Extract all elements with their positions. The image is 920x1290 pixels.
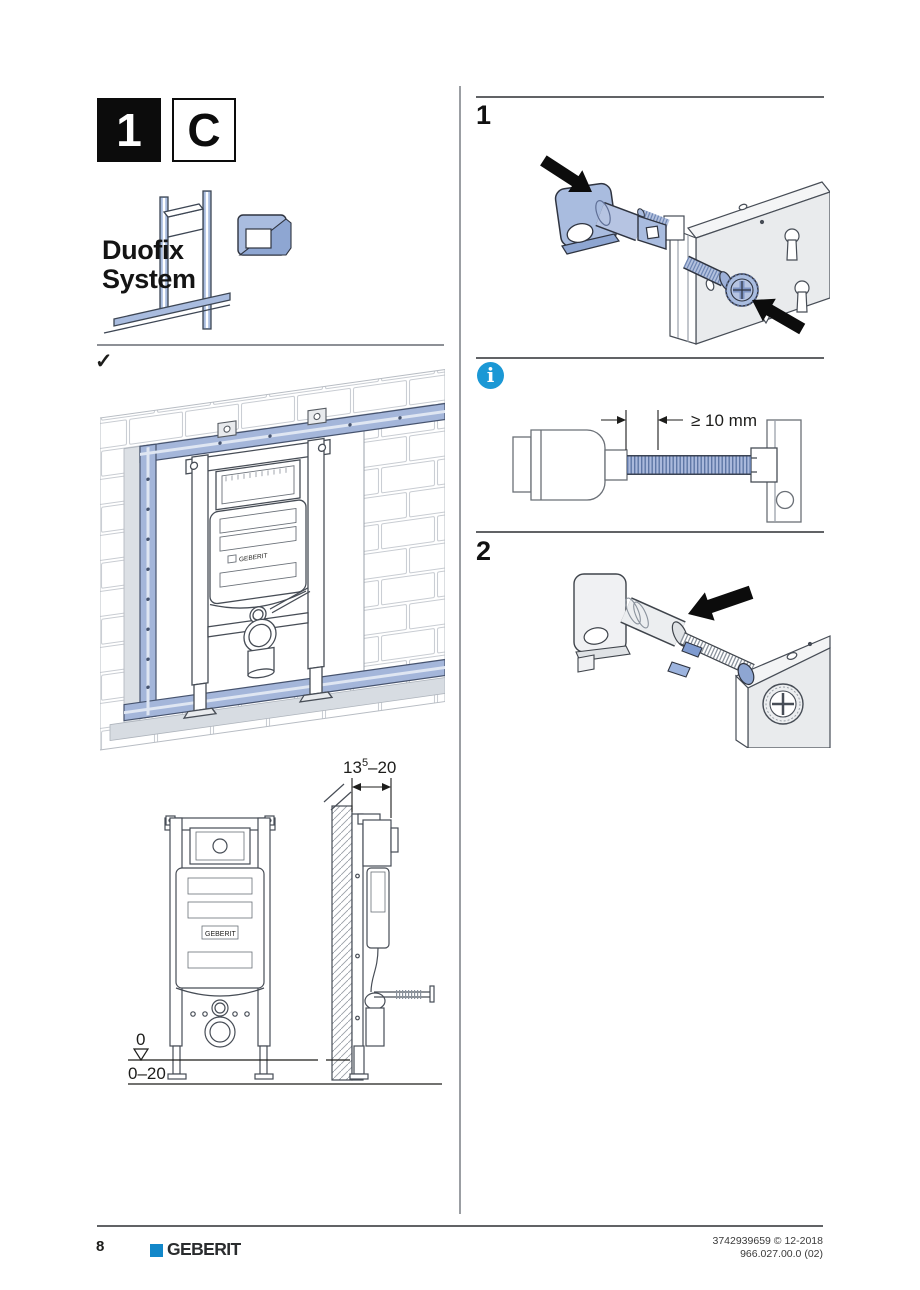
duofix-system-icon [103, 190, 292, 334]
wall-distance-dimension [351, 778, 392, 818]
cistern-brand-label: GEBERIT [239, 552, 267, 563]
step2-figure [573, 573, 831, 748]
dim-top-rest: –20 [368, 758, 396, 777]
floor-range-label: 0–20 [128, 1064, 166, 1083]
step2-divider [476, 531, 824, 533]
side-view [323, 783, 435, 1081]
dim-top-main: 13 [343, 758, 362, 777]
rod-washer [737, 662, 755, 686]
column-divider [459, 86, 461, 1214]
fixing-screw [683, 255, 759, 307]
step1-heading: 1 [476, 100, 492, 130]
page-number: 8 [96, 1238, 105, 1255]
step2-heading: 2 [476, 536, 492, 566]
front-view [164, 815, 276, 1080]
floor-level-marks [128, 1048, 442, 1085]
document-numbers: 3742939659 © 12-2018 966.027.00.0 (02) [712, 1235, 823, 1261]
dim-top-sup: 5 [362, 757, 368, 769]
min-distance-label: ≥ 10 mm [691, 411, 757, 430]
doc-number-line1: 3742939659 © 12-2018 [712, 1235, 823, 1247]
product-title: Duofix System [102, 236, 196, 294]
step1-figure [536, 149, 830, 345]
wall-anchor-gray [573, 573, 689, 673]
dimension-figure: GEBERIT 13 5 –20 0 0–20 [128, 757, 442, 1085]
footer-rule [97, 1225, 823, 1227]
direction-arrow [683, 578, 756, 629]
zero-level-label: 0 [136, 1030, 145, 1049]
retaining-clip [667, 641, 703, 678]
product-title-line1: Duofix [102, 235, 184, 265]
section-divider [97, 344, 444, 346]
brand-square-icon [150, 1243, 163, 1257]
step-index-box: 1 [97, 98, 161, 162]
brand-logo: GEBERIT [150, 1239, 241, 1260]
info-divider [476, 357, 824, 359]
brand-name: GEBERIT [167, 1239, 241, 1259]
cistern-brand-label-front: GEBERIT [205, 931, 236, 938]
variant-letter-box: C [172, 98, 236, 162]
wall-bracket-icon [237, 214, 292, 256]
min-distance-figure: ≥ 10 mm [512, 410, 802, 523]
check-icon: ✓ [95, 350, 113, 373]
duofix-frame [182, 437, 334, 720]
adjuster-knob [762, 683, 804, 725]
info-icon: i [477, 362, 504, 389]
installation-overview-figure: GEBERIT [100, 368, 445, 751]
frame-corner [663, 181, 830, 345]
doc-number-line2: 966.027.00.0 (02) [740, 1248, 823, 1260]
step1-divider [476, 96, 824, 98]
product-title-line2: System [102, 264, 196, 294]
min-distance-dimension [601, 410, 683, 450]
wall-anchor [554, 182, 667, 255]
